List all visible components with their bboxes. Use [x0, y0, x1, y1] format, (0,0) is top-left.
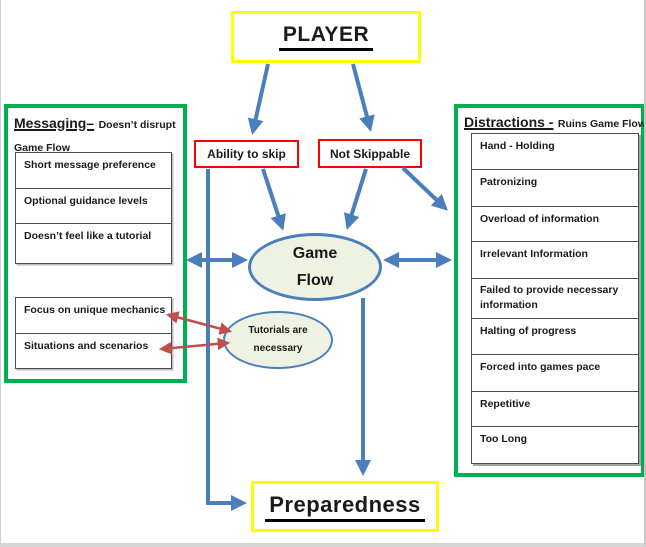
tutorials-necessary-node: Tutorials are necessary	[223, 311, 333, 369]
distractions-panel-title: Distractions - Ruins Game Flow	[464, 111, 646, 134]
preparedness-node: Preparedness	[251, 481, 439, 532]
player-node: PLAYER	[231, 11, 421, 63]
game-flow-label-line2: Flow	[296, 272, 334, 289]
list-item: Too Long	[472, 426, 638, 463]
distractions-subtitle: Ruins Game Flow	[557, 118, 646, 130]
distractions-list: Hand - Holding Patronizing Overload of i…	[471, 133, 639, 464]
list-item: Situations and scenarios	[16, 333, 171, 368]
list-item: Hand - Holding	[480, 140, 555, 152]
messaging-title: Messaging–	[14, 115, 95, 131]
game-flow-node: Game Flow	[248, 233, 382, 301]
list-item: Focus on unique mechanics	[24, 304, 166, 316]
arrow-player-to-notskippable	[351, 63, 375, 132]
arrow-notskippable-to-gameflow	[343, 168, 368, 230]
list-item: Failed to provide necessary information	[472, 278, 638, 318]
ability-to-skip-node: Ability to skip	[194, 140, 299, 168]
distractions-title: Distractions -	[464, 114, 554, 130]
list-item: Doesn’t feel like a tutorial	[16, 223, 171, 263]
arrow-ability-to-gameflow	[261, 168, 286, 231]
list-item: Repetitive	[472, 391, 638, 426]
tutorials-label-line1: Tutorials are	[248, 325, 308, 336]
list-item: Forced into games pace	[472, 354, 638, 391]
list-item: Short message preference	[24, 159, 156, 171]
arrow-notskippable-to-distractions	[401, 166, 448, 211]
not-skippable-node: Not Skippable	[318, 139, 422, 168]
ability-to-skip-label: Ability to skip	[207, 147, 286, 161]
tutorials-label-line2: necessary	[253, 343, 303, 354]
list-item: Patronizing	[472, 169, 638, 206]
list-item: Irrelevant Information	[472, 241, 638, 278]
not-skippable-label: Not Skippable	[329, 146, 410, 161]
arrow-player-to-ability	[247, 63, 270, 135]
messaging-subtitle: Doesn’t disrupt Game Flow	[14, 119, 176, 155]
list-item: Overload of information	[472, 206, 638, 241]
list-item: Optional guidance levels	[16, 188, 171, 223]
list-item: Halting of progress	[472, 318, 638, 354]
messaging-list-2: Focus on unique mechanics Situations and…	[15, 297, 172, 369]
game-flow-label-line1: Game	[292, 244, 338, 262]
messaging-panel-title: Messaging– Doesn’t disrupt Game Flow	[14, 112, 184, 158]
messaging-list: Short message preference Optional guidan…	[15, 152, 172, 264]
player-label: PLAYER	[278, 23, 374, 51]
preparedness-label: Preparedness	[265, 492, 425, 522]
